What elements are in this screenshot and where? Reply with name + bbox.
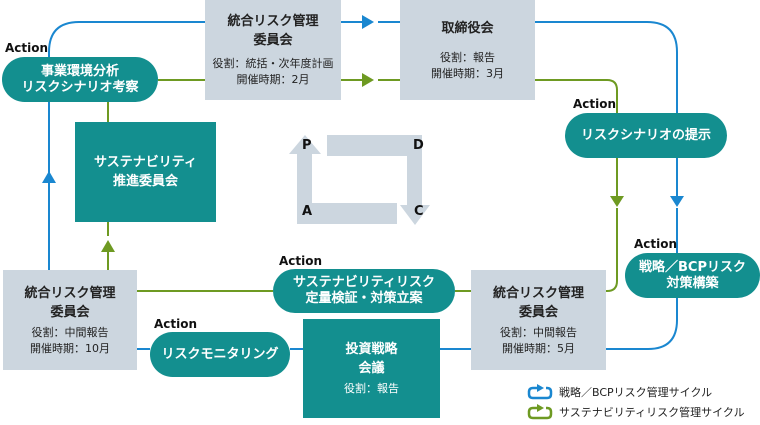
blue-line-left bbox=[48, 21, 205, 270]
risk-monitoring-line-1: リスクモニタリング bbox=[161, 346, 279, 362]
legend-label-green: サステナビリティリスク管理サイクル bbox=[559, 406, 745, 419]
bcp-measures-line-2: 対策構築 bbox=[666, 275, 719, 291]
left-committee-title-1: 統合リスク管理 bbox=[24, 285, 116, 301]
legend-item-green: サステナビリティリスク管理サイクル bbox=[527, 404, 745, 420]
sustainability-verification-line-1: サステナビリティリスク bbox=[293, 275, 435, 290]
pdca-bottom-bar bbox=[297, 203, 397, 224]
scenario-presentation-line-1: リスクシナリオの提示 bbox=[580, 127, 711, 143]
right-risk-committee-box: 統合リスク管理 委員会 役割：中間報告 開催時期：5月 bbox=[471, 270, 606, 370]
green-arrow-left bbox=[101, 240, 115, 252]
left-risk-committee-box: 統合リスク管理 委員会 役割：中間報告 開催時期：10月 bbox=[3, 270, 137, 370]
legend-label-blue: 戦略／BCPリスク管理サイクル bbox=[559, 386, 713, 399]
green-arrow-top bbox=[362, 73, 374, 87]
action-pill-bcp-measures: 戦略／BCPリスク 対策構築 bbox=[625, 253, 760, 298]
right-committee-title-2: 委員会 bbox=[518, 304, 558, 320]
pdca-left-bar bbox=[297, 150, 312, 224]
env-analysis-line-1: 事業環境分析 bbox=[40, 63, 119, 79]
blue-cycle-icon bbox=[527, 384, 553, 400]
board-timing: 開催時期：3月 bbox=[431, 66, 504, 80]
pdca-cycle bbox=[289, 135, 430, 225]
investment-meeting-role: 役割：報告 bbox=[344, 382, 399, 395]
top-committee-timing: 開催時期：2月 bbox=[236, 73, 310, 86]
blue-arrow-top bbox=[362, 15, 374, 29]
legend-item-blue: 戦略／BCPリスク管理サイクル bbox=[527, 384, 712, 400]
top-committee-title-2: 委員会 bbox=[253, 33, 293, 48]
blue-line-right bbox=[535, 21, 678, 196]
left-committee-timing: 開催時期：10月 bbox=[30, 341, 110, 355]
pdca-arrow-p bbox=[289, 135, 321, 154]
top-committee-role: 役割：統括・次年度計画 bbox=[212, 57, 334, 70]
right-committee-role: 役割：中間報告 bbox=[500, 325, 577, 339]
blue-line-right-2 bbox=[606, 208, 678, 350]
right-committee-title-1: 統合リスク管理 bbox=[492, 285, 584, 301]
pdca-letter-a: A bbox=[302, 204, 313, 219]
pdca-letter-p: P bbox=[302, 138, 312, 153]
top-risk-committee-box: 統合リスク管理 委員会 役割：統括・次年度計画 開催時期：2月 bbox=[205, 0, 341, 100]
pdca-top-bar bbox=[327, 135, 422, 156]
sustainability-committee-line-2: 推進委員会 bbox=[112, 174, 178, 189]
green-line-right-2 bbox=[606, 208, 618, 292]
action-pill-env-analysis: 事業環境分析 リスクシナリオ考察 bbox=[2, 57, 158, 102]
sustainability-committee-line-1: サステナビリティ bbox=[94, 155, 197, 170]
env-analysis-line-2: リスクシナリオ考察 bbox=[21, 79, 139, 95]
pdca-right-bar bbox=[407, 135, 422, 207]
left-committee-role: 役割：中間報告 bbox=[31, 325, 109, 339]
action-pill-scenario-presentation: リスクシナリオの提示 bbox=[565, 113, 727, 158]
green-line-right bbox=[535, 79, 618, 196]
blue-cycle-lines bbox=[48, 21, 678, 350]
green-arrowheads bbox=[101, 73, 624, 252]
blue-arrowheads bbox=[42, 15, 684, 207]
board-title: 取締役会 bbox=[441, 20, 494, 36]
investment-strategy-meeting-box: 投資戦略 会議 役割：報告 bbox=[303, 319, 440, 418]
action-label-scenario: Action bbox=[573, 97, 617, 111]
green-arrow-right bbox=[610, 196, 624, 207]
left-committee-title-2: 委員会 bbox=[50, 304, 90, 320]
blue-arrow-right bbox=[670, 196, 684, 207]
investment-meeting-line-2: 会議 bbox=[358, 361, 385, 376]
pdca-letter-d: D bbox=[413, 138, 424, 153]
board-role: 役割：報告 bbox=[440, 50, 495, 64]
action-pill-risk-monitoring: リスクモニタリング bbox=[150, 332, 290, 377]
board-of-directors-box: 取締役会 役割：報告 開催時期：3月 bbox=[400, 0, 535, 100]
investment-meeting-line-1: 投資戦略 bbox=[345, 342, 398, 357]
action-label-bcp: Action bbox=[634, 237, 678, 251]
sustainability-verification-line-2: 定量検証・対策立案 bbox=[305, 291, 423, 306]
action-label-sustainability: Action bbox=[279, 254, 323, 268]
green-cycle-icon bbox=[527, 404, 553, 420]
green-cycle-lines bbox=[107, 79, 618, 292]
sustainability-committee-box: サステナビリティ 推進委員会 bbox=[75, 122, 216, 222]
bcp-measures-line-1: 戦略／BCPリスク bbox=[639, 259, 746, 275]
pdca-letter-c: C bbox=[414, 204, 424, 219]
top-committee-title-1: 統合リスク管理 bbox=[227, 14, 319, 29]
action-label-env-analysis: Action bbox=[5, 41, 49, 55]
right-committee-timing: 開催時期：5月 bbox=[502, 341, 575, 355]
pdca-arrow-c bbox=[400, 205, 430, 225]
action-pill-sustainability-verification: サステナビリティリスク 定量検証・対策立案 bbox=[273, 269, 455, 313]
action-label-monitoring: Action bbox=[154, 317, 198, 331]
blue-arrow-left bbox=[42, 171, 56, 183]
